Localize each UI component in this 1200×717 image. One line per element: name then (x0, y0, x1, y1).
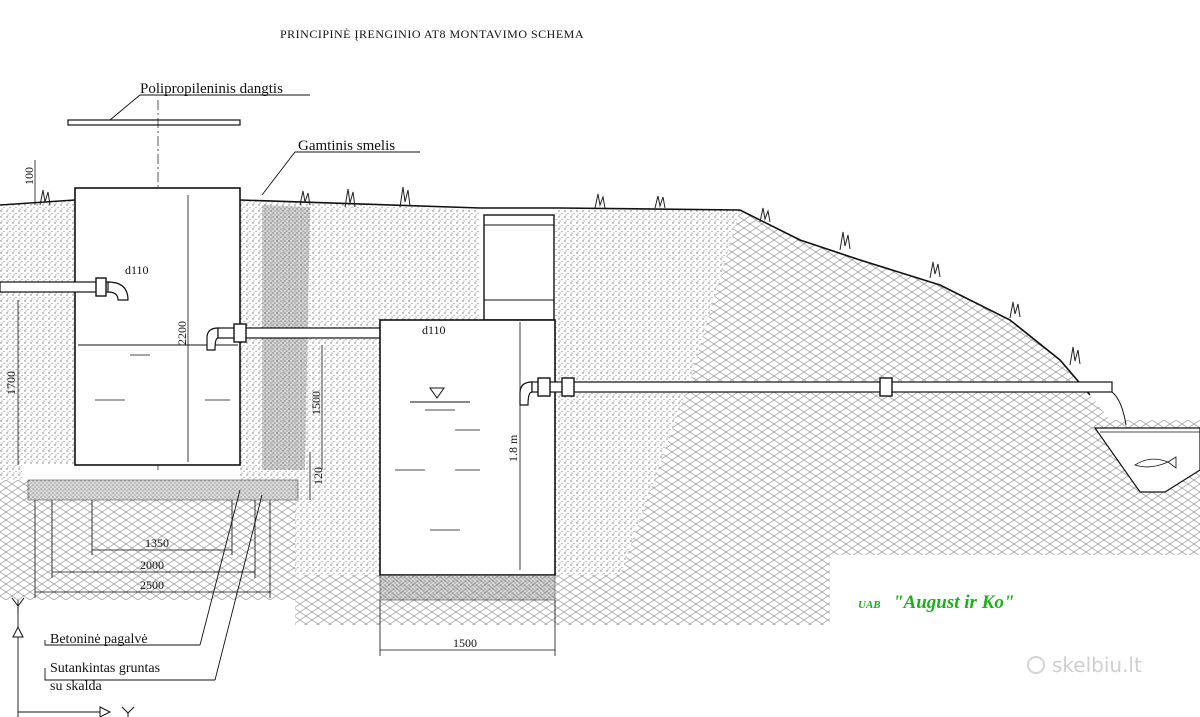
pipe-coupling (537, 377, 551, 397)
pipe-label-connecting: d110 (422, 323, 446, 337)
dim-2500: 2500 (140, 578, 164, 592)
dimensions (17, 160, 556, 656)
grass-tuft (344, 188, 356, 208)
leader-sand (261, 151, 420, 196)
dim-1500-vertical: 1500 (309, 391, 323, 415)
grass-tufts (39, 186, 1081, 366)
lid-plate (67, 119, 241, 126)
pipe-segment (531, 381, 1113, 393)
pipe-coupling (561, 377, 575, 397)
sand-fill-left (0, 200, 75, 480)
well-neck (483, 214, 555, 321)
label-compacted-soil-2: su skalda (50, 679, 103, 694)
watermark-logo-icon (1027, 656, 1045, 674)
water-level-marker (429, 387, 445, 399)
grass-tuft (39, 189, 51, 206)
leader-lid (109, 94, 310, 121)
infiltration-well (379, 214, 556, 601)
dim-120: 120 (311, 467, 325, 485)
pipe-coupling (879, 377, 893, 397)
fish-icon (1134, 456, 1177, 469)
company-name: "August ir Ko" (893, 592, 1014, 613)
axis-y-icon (11, 597, 25, 614)
outlet-pipe (519, 377, 1127, 426)
leader-lines (17, 94, 420, 717)
dim-2200: 2200 (175, 321, 189, 345)
grass-tuft (1009, 301, 1021, 319)
grass-tuft (839, 231, 851, 251)
axis-y-icon (121, 706, 135, 717)
dim-1700: 1700 (4, 371, 18, 395)
soil-hill (295, 210, 1200, 625)
receiving-water (1093, 427, 1200, 493)
label-compacted-soil-1: Sutankintas gruntas (50, 661, 160, 676)
leader-concrete-pad (44, 489, 241, 646)
company-prefix: UAB (858, 599, 881, 611)
well-body (379, 319, 556, 576)
label-concrete-pad: Betoninė pagalvė (50, 632, 148, 647)
watermark: skelbiu.lt (1052, 653, 1142, 677)
grass-tuft (299, 190, 311, 206)
diagram-title: PRINCIPINĖ ĮRENGINIO AT8 MONTAVIMO SCHEM… (280, 27, 584, 41)
treatment-tank (74, 187, 241, 466)
ground-surface (0, 199, 1091, 396)
leader-compacted-soil (44, 494, 263, 681)
grass-tuft (759, 207, 771, 223)
dim-2000: 2000 (140, 558, 164, 572)
label-sand: Gamtinis smelis (298, 138, 395, 154)
dim-1-8m: 1.8 m (506, 434, 520, 462)
grass-tuft (594, 193, 606, 209)
arrow-right-icon (99, 706, 112, 717)
grass-tuft (1069, 346, 1081, 366)
grass-tuft (929, 261, 941, 279)
inlet-pipe (0, 277, 129, 301)
dim-100: 100 (22, 167, 36, 185)
grass-tuft (654, 195, 666, 209)
pipe-label-inlet: d110 (125, 263, 149, 277)
grass-tuft (399, 186, 411, 208)
soil-left (0, 480, 30, 600)
outflow-stream (1111, 391, 1127, 426)
label-lid: Polipropileninis dangtis (140, 81, 283, 97)
concrete-pad (27, 479, 299, 501)
dim-1500-horizontal: 1500 (453, 636, 477, 650)
tank-body (74, 187, 241, 466)
pipe-coupling (233, 323, 247, 343)
pipe-coupling (95, 277, 107, 297)
pipe-elbow (107, 281, 129, 301)
well-gravel-bottom (379, 574, 556, 601)
arrow-up-icon (12, 625, 24, 638)
pipe-segment (0, 281, 111, 293)
dim-1350: 1350 (145, 536, 169, 550)
